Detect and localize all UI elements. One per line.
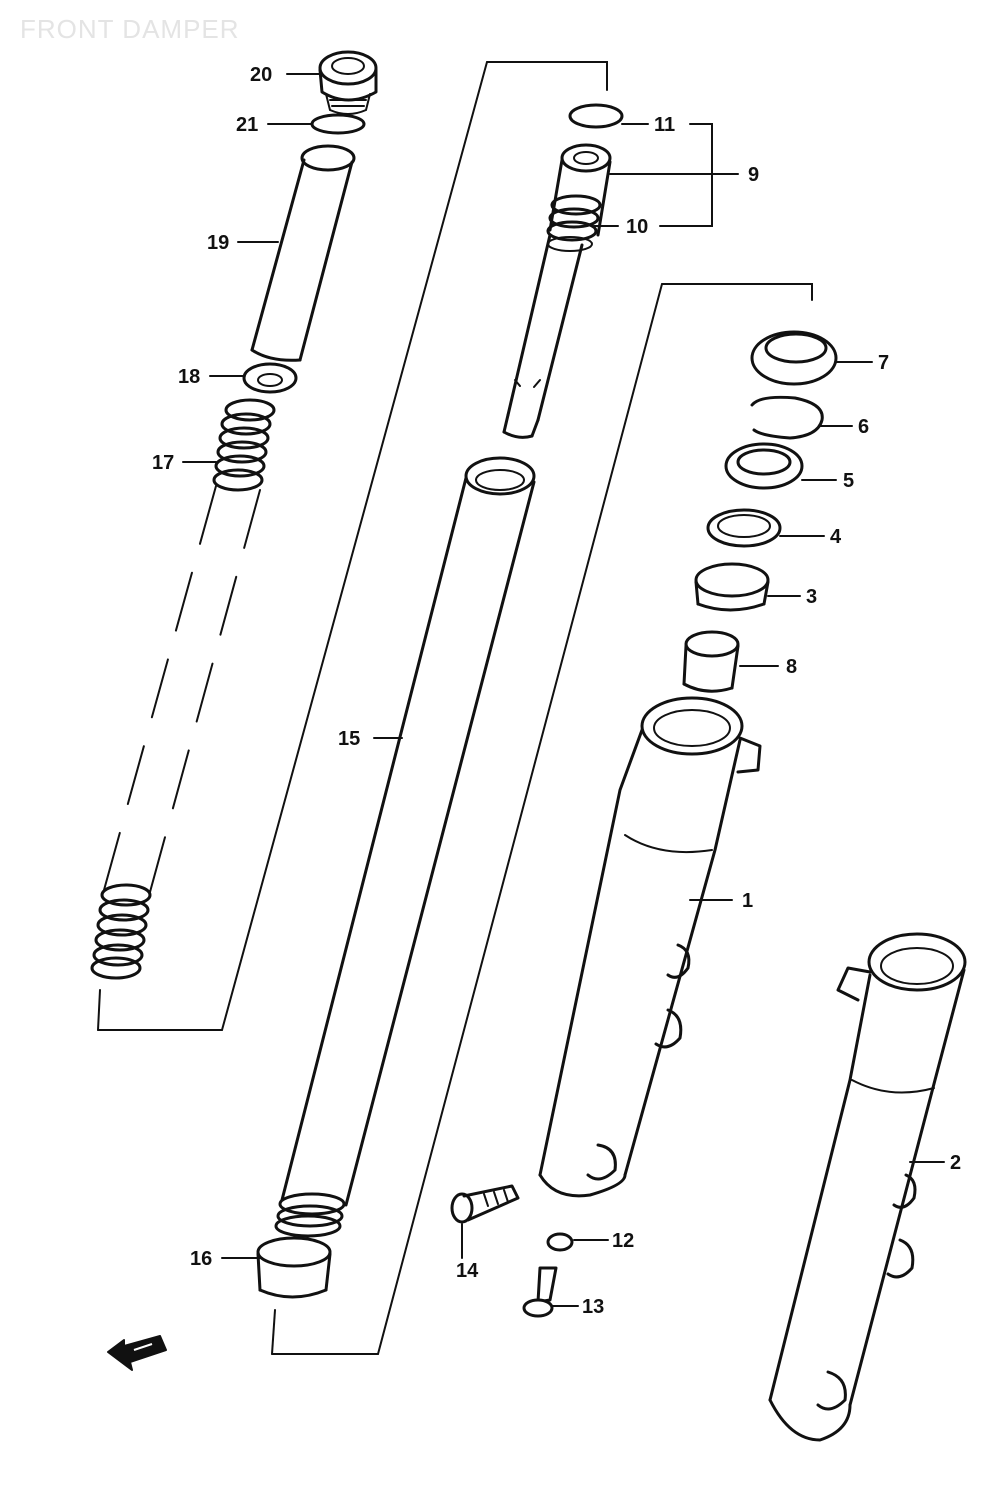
- part-9-damper-rod: [502, 143, 612, 439]
- part-1-outer-tube-right: [538, 696, 762, 1198]
- front-direction-arrow-icon: [107, 1335, 167, 1371]
- part-13-drain-bolt: [522, 1266, 558, 1318]
- label-20: 20: [250, 64, 272, 86]
- label-3: 3: [806, 586, 817, 608]
- label-10: 10: [626, 216, 648, 238]
- part-17-fork-spring: [90, 398, 276, 980]
- label-11: 11: [654, 114, 675, 136]
- part-5-oil-seal: [724, 442, 804, 490]
- diagram-title: FRONT DAMPER: [20, 14, 240, 44]
- part-18-washer: [242, 362, 298, 394]
- part-19-spacer-tube: [250, 144, 356, 362]
- label-14: 14: [456, 1260, 479, 1282]
- part-15-inner-tube: [274, 456, 536, 1238]
- label-1: 1: [742, 890, 753, 912]
- label-8: 8: [786, 656, 797, 678]
- part-16-slide-bushing: [256, 1236, 332, 1299]
- part-2-outer-tube-left: [768, 932, 967, 1442]
- label-6: 6: [858, 416, 869, 438]
- part-8-oil-lock-piece: [682, 630, 740, 693]
- label-15: 15: [338, 728, 360, 750]
- part-7-dust-seal: [750, 330, 838, 386]
- label-5: 5: [843, 470, 854, 492]
- part-3-guide-bushing: [694, 562, 770, 612]
- label-2: 2: [950, 1152, 961, 1174]
- part-12-washer: [546, 1232, 574, 1252]
- part-11-ring: [568, 103, 624, 129]
- label-12: 12: [612, 1230, 634, 1252]
- part-4-oil-seal-retainer: [706, 508, 782, 548]
- part-6-stopper-ring: [750, 395, 824, 440]
- label-19: 19: [207, 232, 229, 254]
- part-21-o-ring: [310, 113, 366, 135]
- leader-lines: [182, 73, 945, 1307]
- label-17: 17: [152, 452, 174, 474]
- part-20-cap-bolt: [318, 50, 378, 115]
- part-10-piston-ring: [547, 236, 593, 252]
- part-14-axle-holder-bolt: [450, 1184, 520, 1224]
- label-9: 9: [748, 164, 759, 186]
- label-4: 4: [830, 526, 842, 548]
- label-16: 16: [190, 1248, 212, 1270]
- label-13: 13: [582, 1296, 604, 1318]
- label-18: 18: [178, 366, 200, 388]
- label-7: 7: [878, 352, 889, 374]
- group-outline-spring: [97, 61, 608, 1031]
- label-21: 21: [236, 114, 258, 136]
- group-outline-tube: [271, 283, 813, 1355]
